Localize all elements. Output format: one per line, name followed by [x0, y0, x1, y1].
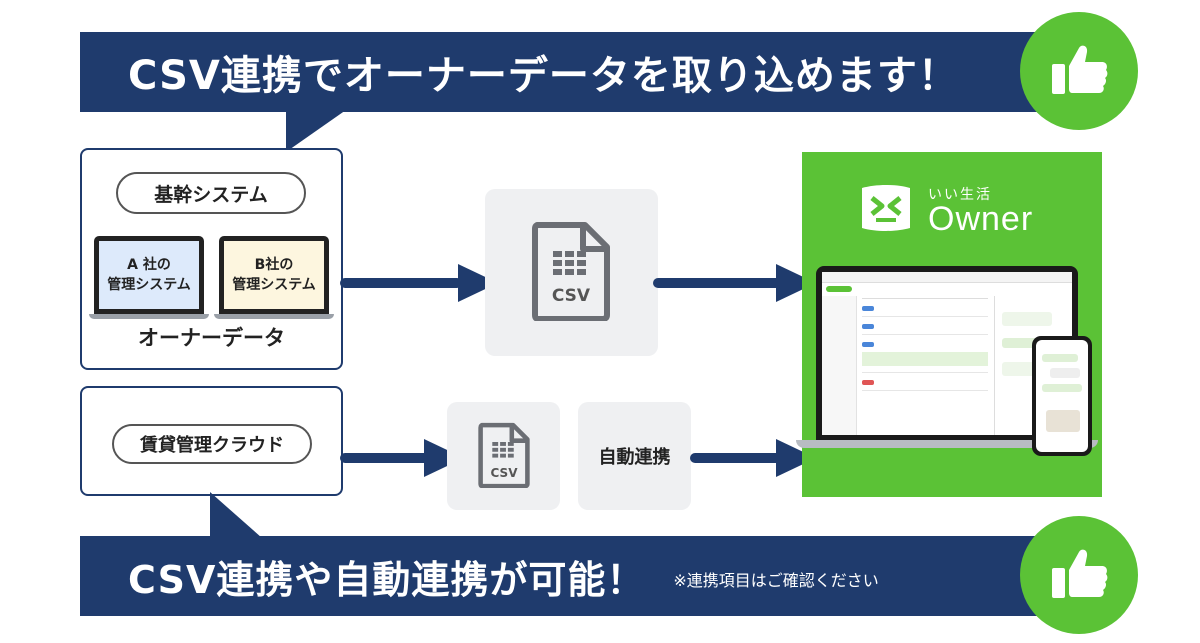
laptop-b-label: B社の 管理システム — [232, 257, 316, 293]
core-system-panel: 基幹システム A 社の 管理システム B社の 管理システム オーナーデータ — [80, 148, 343, 370]
owner-phone-mockup — [1032, 336, 1092, 456]
auto-link-label: 自動連携 — [598, 447, 671, 468]
laptop-a-label: A 社の 管理システム — [107, 257, 191, 293]
owner-phone-screen — [1036, 340, 1088, 452]
csv-box-small: CSV — [447, 402, 560, 510]
product-name: Owner — [928, 200, 1034, 238]
thumbs-up-badge-top — [1020, 12, 1138, 130]
owner-product-panel: いい生活 Owner — [796, 152, 1102, 497]
arrow-auto-to-owner-line — [690, 453, 785, 463]
owner-laptop-base — [796, 440, 1098, 448]
owner-data-caption: オーナーデータ — [138, 326, 285, 350]
rental-cloud-pill-label: 賃貸管理クラウド — [140, 435, 284, 456]
top-banner: CSV連携でオーナーデータを取り込めます！ — [80, 32, 1070, 112]
core-system-pill-label: 基幹システム — [154, 183, 268, 206]
top-banner-headline: CSV連携でオーナーデータを取り込めます！ — [128, 53, 959, 99]
arrow-csv-to-owner-line — [653, 278, 785, 288]
arrow-core-to-csv-line — [340, 278, 462, 288]
thumbs-up-icon — [1052, 45, 1108, 94]
thumbs-up-icon — [1052, 549, 1108, 598]
bottom-banner: CSV連携や自動連携が可能！ ※連携項目はご確認ください — [80, 536, 1070, 616]
auto-link-box: 自動連携 — [578, 402, 691, 510]
core-system-pill: 基幹システム — [116, 172, 306, 214]
product-subtitle: いい生活 — [928, 187, 992, 203]
bottom-banner-note: ※連携項目はご確認ください — [673, 571, 879, 590]
owner-logo-icon — [862, 185, 910, 231]
bottom-banner-headline: CSV連携や自動連携が可能！ — [128, 557, 646, 602]
csv-small-label: CSV — [490, 466, 518, 480]
laptop-icon — [89, 314, 209, 319]
rental-cloud-panel: 賃貸管理クラウド — [80, 386, 343, 496]
laptop-a-screen: A 社の 管理システム — [94, 236, 204, 314]
csv-file-icon — [478, 422, 530, 488]
laptop-b: B社の 管理システム — [214, 236, 334, 319]
top-banner-tail — [286, 110, 346, 152]
rental-cloud-pill: 賃貸管理クラウド — [112, 424, 312, 464]
thumbs-up-badge-bottom — [1020, 516, 1138, 634]
arrow-cloud-to-csv-line — [340, 453, 430, 463]
csv-box-large: CSV — [485, 189, 658, 356]
laptop-a: A 社の 管理システム — [89, 236, 209, 319]
laptop-icon — [214, 314, 334, 319]
bottom-banner-tail — [210, 492, 262, 538]
csv-large-label: CSV — [551, 286, 591, 306]
laptop-b-screen: B社の 管理システム — [219, 236, 329, 314]
csv-file-icon — [532, 222, 610, 321]
